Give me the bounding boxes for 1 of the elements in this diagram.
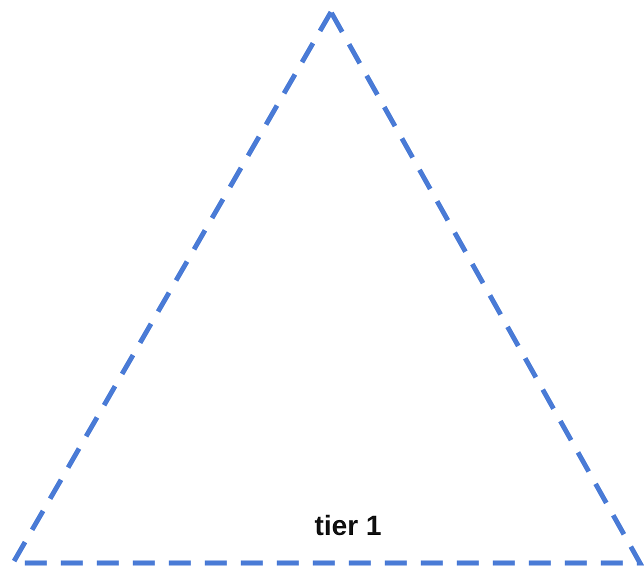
tier-label: tier 1 — [314, 510, 382, 542]
